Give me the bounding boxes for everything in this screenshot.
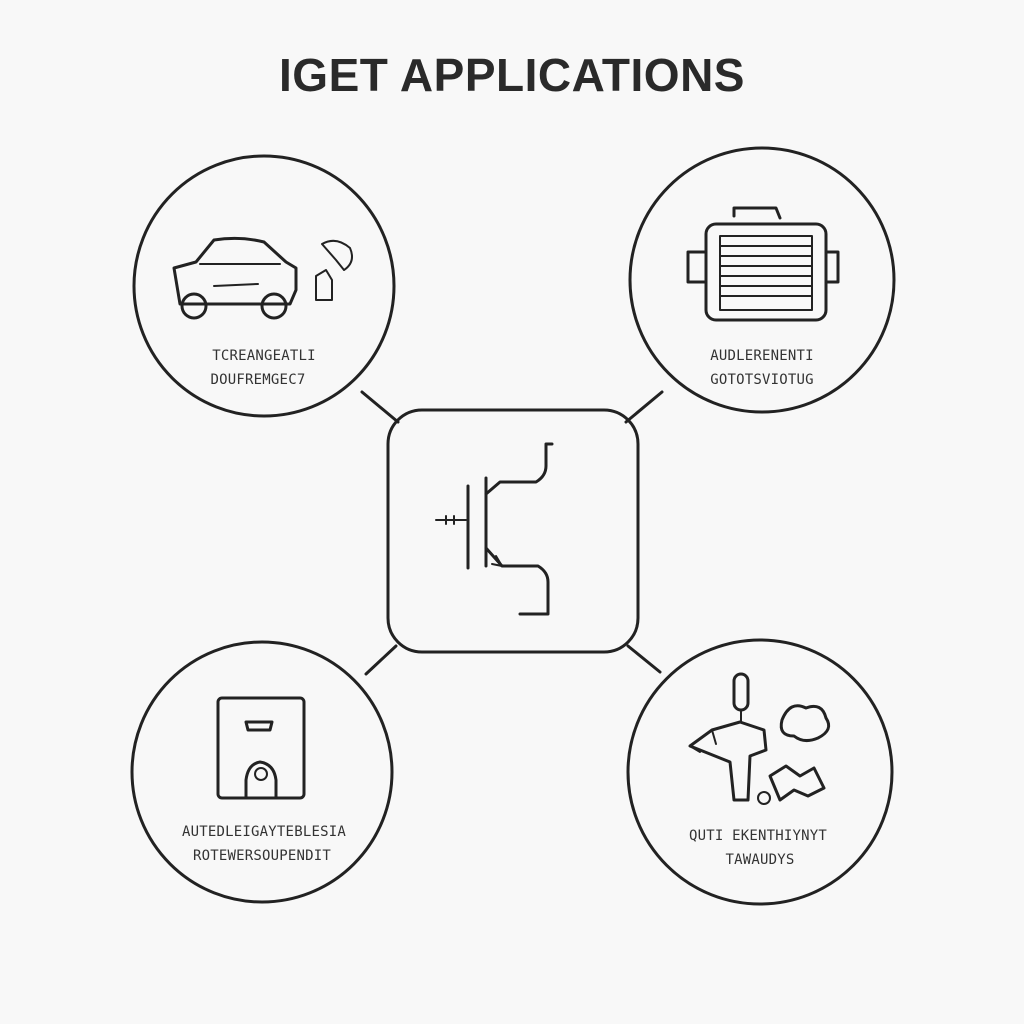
connector-top-left	[360, 390, 400, 424]
node-caption-line1: QUTI EKENTHIYNYT	[689, 828, 827, 844]
connector-top-right	[624, 390, 664, 424]
robotic-arm-icon	[688, 672, 831, 805]
node-caption-line2: DOUFREMGEC7	[211, 372, 306, 388]
node-circle	[628, 146, 896, 414]
node-circle	[626, 638, 894, 906]
node-circle	[130, 640, 394, 904]
diagram-title: IGET APPLICATIONS	[279, 49, 745, 101]
node-caption-line2: ROTEWERSOUPENDIT	[193, 848, 331, 864]
center-node	[386, 408, 640, 654]
node-bottom-right: QUTI EKENTHIYNYT TAWAUDYS	[626, 638, 894, 906]
node-top-left: TCREANGEATLI DOUFREMGEC7	[132, 154, 396, 418]
node-caption-line2: GOTOTSVIOTUG	[710, 372, 814, 388]
center-box	[386, 408, 640, 654]
appliance-icon	[216, 696, 306, 800]
node-bottom-left: AUTEDLEIGAYTEBLESIA ROTEWERSOUPENDIT	[130, 640, 394, 904]
node-caption-line2: TAWAUDYS	[725, 852, 794, 868]
connector-bottom-left	[364, 644, 398, 676]
connector-bottom-right	[626, 644, 662, 674]
node-caption-line1: TCREANGEATLI	[212, 348, 316, 364]
node-top-right: AUDLERENENTI GOTOTSVIOTUG	[628, 146, 896, 414]
motor-icon	[686, 206, 840, 322]
igbt-symbol-icon	[435, 442, 554, 616]
node-caption-line1: AUDLERENENTI	[710, 348, 814, 364]
car-icon	[172, 236, 353, 320]
node-circle	[132, 154, 396, 418]
connectors	[360, 390, 664, 676]
node-caption-line1: AUTEDLEIGAYTEBLESIA	[182, 824, 346, 840]
